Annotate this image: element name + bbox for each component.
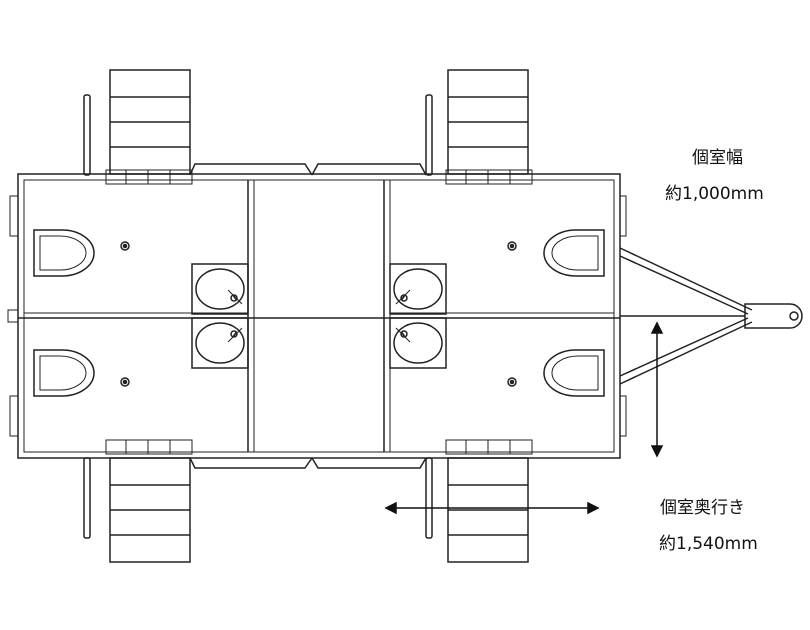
sink-right-top bbox=[389, 263, 447, 315]
door-hinges bbox=[105, 169, 533, 455]
width-dimension-arrow bbox=[650, 321, 664, 458]
step-top-left bbox=[83, 69, 191, 176]
sink-right-bottom bbox=[389, 317, 447, 369]
step-top-right bbox=[425, 69, 529, 176]
toilet-bottom-left bbox=[33, 349, 95, 397]
room-width-value: 約1,000mm bbox=[665, 184, 764, 204]
toilet-bottom-right bbox=[543, 349, 605, 397]
sink-left-top bbox=[191, 263, 249, 315]
depth-dimension-arrow bbox=[384, 501, 600, 515]
room-depth-value: 約1,540mm bbox=[659, 534, 758, 554]
room-width-label: 個室幅 bbox=[692, 148, 743, 168]
step-bottom-left bbox=[83, 457, 191, 563]
floor-drains bbox=[120, 241, 517, 387]
wheel-fender-bottom bbox=[189, 457, 427, 469]
step-bottom-right bbox=[425, 457, 529, 563]
room-depth-label: 個室奥行き bbox=[660, 498, 745, 518]
sink-left-bottom bbox=[191, 317, 249, 369]
tow-hitch bbox=[619, 247, 803, 385]
toilet-top-left bbox=[33, 229, 95, 277]
toilet-top-right bbox=[543, 229, 605, 277]
trailer-body bbox=[7, 173, 627, 459]
